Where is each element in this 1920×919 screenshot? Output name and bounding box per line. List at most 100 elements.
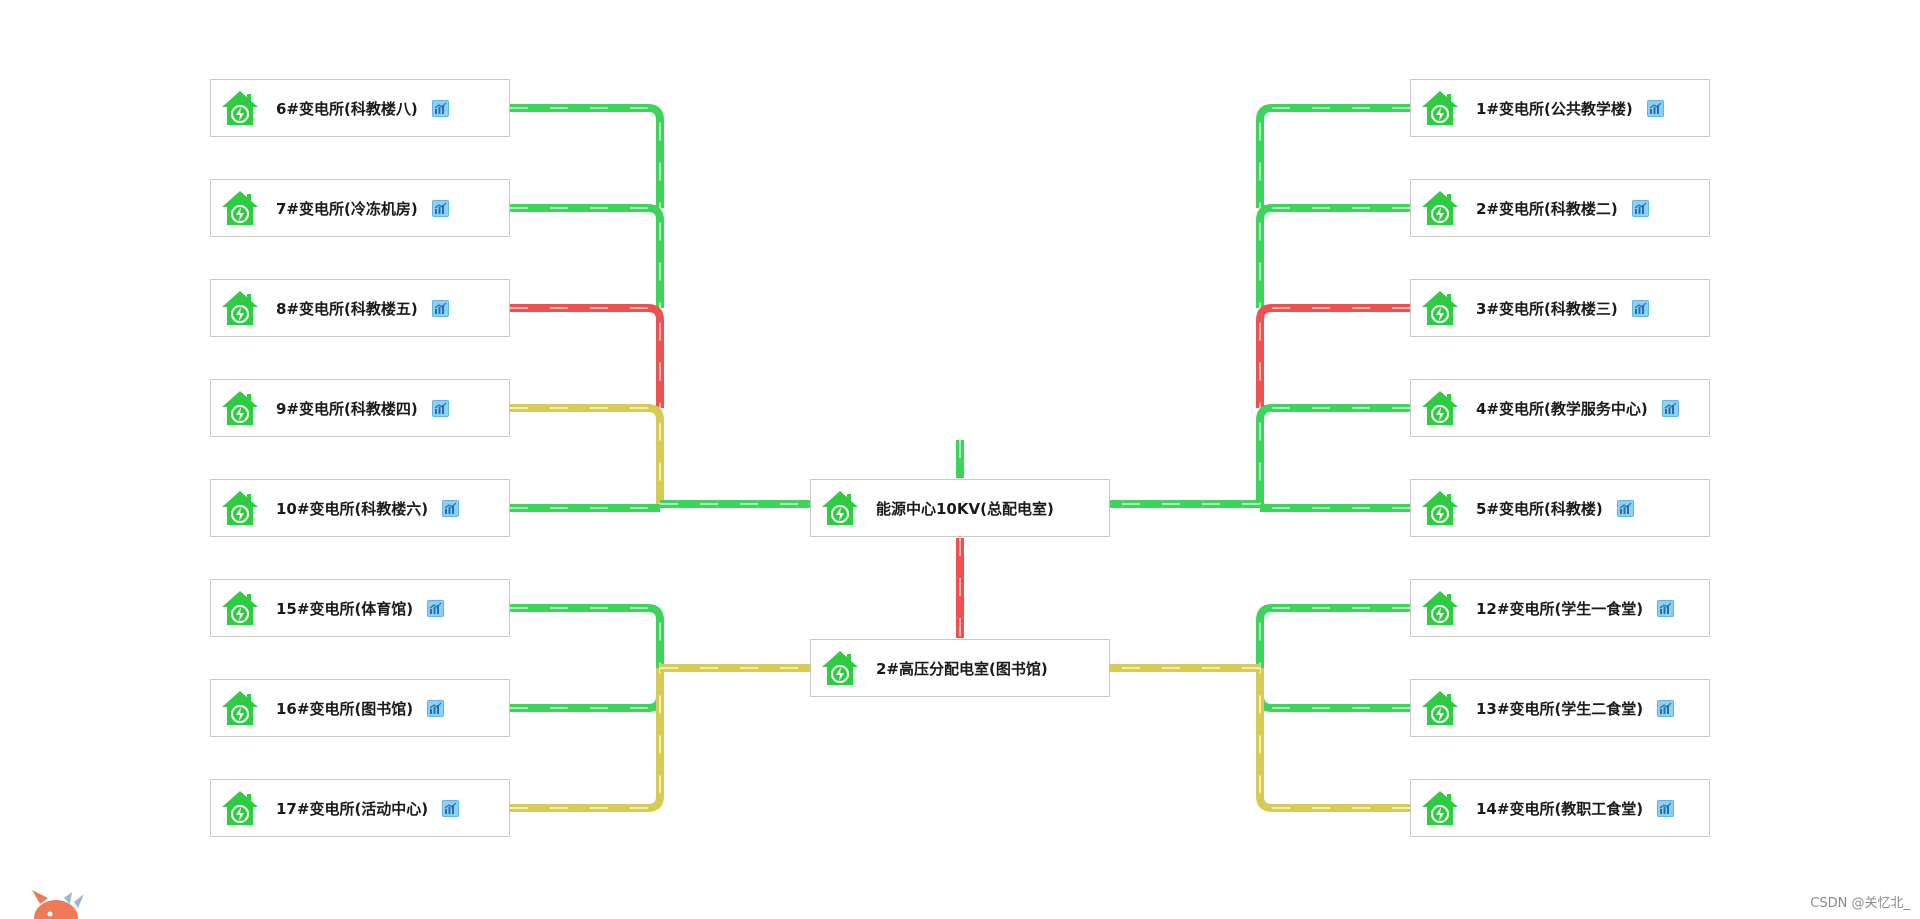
branch-line-right-top xyxy=(1256,304,1410,408)
node-label: 2#变电所(科教楼二) xyxy=(1476,199,1618,218)
substation-house-icon xyxy=(820,488,860,528)
node-label: 8#变电所(科教楼五) xyxy=(276,299,418,318)
branch-line-left-bottom-flow xyxy=(510,668,661,809)
branch-line-right-top xyxy=(1256,104,1410,208)
substation-house-icon xyxy=(1420,288,1460,328)
branch-line-left-top xyxy=(510,104,664,208)
chart-icon[interactable] xyxy=(431,299,449,317)
mascot-icon xyxy=(32,890,84,919)
branch-line-left-top xyxy=(510,404,664,508)
node-label: 17#变电所(活动中心) xyxy=(276,799,429,818)
substation-house-icon xyxy=(820,648,860,688)
chart-icon[interactable] xyxy=(1631,299,1649,317)
substation-node[interactable]: 4#变电所(教学服务中心) xyxy=(1410,379,1710,437)
branch-line-right-bottom xyxy=(1256,668,1410,712)
watermark: CSDN @关忆北_ xyxy=(1810,896,1910,911)
node-label: 15#变电所(体育馆) xyxy=(276,599,414,618)
substation-node[interactable]: 13#变电所(学生二食堂) xyxy=(1410,679,1710,737)
substation-node[interactable]: 2#变电所(科教楼二) xyxy=(1410,179,1710,237)
chart-icon[interactable] xyxy=(1657,599,1675,617)
substation-house-icon xyxy=(220,688,260,728)
branch-line-left-top-flow xyxy=(510,207,661,308)
node-label: 9#变电所(科教楼四) xyxy=(276,399,418,418)
branch-line-right-bottom-flow xyxy=(1259,668,1410,809)
node-label: 4#变电所(教学服务中心) xyxy=(1476,399,1648,418)
branch-line-right-bottom xyxy=(1256,668,1410,812)
substation-house-icon xyxy=(220,188,260,228)
branch-line-right-bottom xyxy=(1256,604,1410,668)
substation-house-icon xyxy=(1420,188,1460,228)
substation-house-icon xyxy=(220,788,260,828)
node-label: 1#变电所(公共教学楼) xyxy=(1476,99,1633,118)
chart-icon[interactable] xyxy=(1657,799,1675,817)
chart-icon[interactable] xyxy=(431,99,449,117)
substation-node[interactable]: 7#变电所(冷冻机房) xyxy=(210,179,510,237)
branch-line-right-bottom-flow xyxy=(1259,607,1410,668)
branch-line-left-bottom xyxy=(510,604,664,668)
substation-house-icon xyxy=(1420,688,1460,728)
substation-node[interactable]: 3#变电所(科教楼三) xyxy=(1410,279,1710,337)
branch-line-right-top xyxy=(1256,204,1410,308)
substation-node[interactable]: 1#变电所(公共教学楼) xyxy=(1410,79,1710,137)
substation-house-icon xyxy=(220,588,260,628)
substation-node[interactable]: 5#变电所(科教楼) xyxy=(1410,479,1710,537)
node-label: 12#变电所(学生一食堂) xyxy=(1476,599,1644,618)
node-label: 7#变电所(冷冻机房) xyxy=(276,199,418,218)
node-label: 14#变电所(教职工食堂) xyxy=(1476,799,1644,818)
substation-node[interactable]: 9#变电所(科教楼四) xyxy=(210,379,510,437)
substation-node[interactable]: 12#变电所(学生一食堂) xyxy=(1410,579,1710,637)
substation-node[interactable]: 14#变电所(教职工食堂) xyxy=(1410,779,1710,837)
chart-icon[interactable] xyxy=(427,699,445,717)
node-label: 5#变电所(科教楼) xyxy=(1476,499,1603,518)
main-distribution-node[interactable]: 能源中心10KV(总配电室) xyxy=(810,479,1110,537)
chart-icon[interactable] xyxy=(1646,99,1664,117)
hv-distribution-node[interactable]: 2#高压分配电室(图书馆) xyxy=(810,639,1110,697)
chart-icon[interactable] xyxy=(442,799,460,817)
node-label: 10#变电所(科教楼六) xyxy=(276,499,429,518)
substation-house-icon xyxy=(1420,488,1460,528)
chart-icon[interactable] xyxy=(1616,499,1634,517)
branch-line-right-top-flow xyxy=(1259,407,1410,508)
node-label: 3#变电所(科教楼三) xyxy=(1476,299,1618,318)
substation-house-icon xyxy=(220,288,260,328)
branch-line-right-top-flow xyxy=(1259,207,1410,308)
substation-house-icon xyxy=(220,88,260,128)
branch-line-left-top xyxy=(510,304,664,408)
branch-line-left-top-flow xyxy=(510,407,661,508)
branch-line-right-top-flow xyxy=(1259,307,1410,408)
chart-icon[interactable] xyxy=(431,399,449,417)
substation-node[interactable]: 10#变电所(科教楼六) xyxy=(210,479,510,537)
substation-house-icon xyxy=(1420,588,1460,628)
substation-house-icon xyxy=(220,388,260,428)
branch-line-left-top-flow xyxy=(510,307,661,408)
substation-house-icon xyxy=(220,488,260,528)
substation-house-icon xyxy=(1420,788,1460,828)
branch-line-left-bottom-flow xyxy=(510,668,661,709)
node-label: 能源中心10KV(总配电室) xyxy=(876,499,1054,518)
substation-node[interactable]: 6#变电所(科教楼八) xyxy=(210,79,510,137)
substation-house-icon xyxy=(1420,388,1460,428)
substation-node[interactable]: 16#变电所(图书馆) xyxy=(210,679,510,737)
chart-icon[interactable] xyxy=(1631,199,1649,217)
node-label: 2#高压分配电室(图书馆) xyxy=(876,659,1048,678)
substation-house-icon xyxy=(1420,88,1460,128)
chart-icon[interactable] xyxy=(1657,699,1675,717)
substation-node[interactable]: 8#变电所(科教楼五) xyxy=(210,279,510,337)
chart-icon[interactable] xyxy=(431,199,449,217)
branch-line-left-bottom-flow xyxy=(510,607,661,668)
chart-icon[interactable] xyxy=(442,499,460,517)
branch-line-left-bottom xyxy=(510,668,664,812)
chart-icon[interactable] xyxy=(427,599,445,617)
node-label: 6#变电所(科教楼八) xyxy=(276,99,418,118)
substation-node[interactable]: 17#变电所(活动中心) xyxy=(210,779,510,837)
branch-line-right-bottom-flow xyxy=(1259,668,1410,709)
branch-line-right-top-flow xyxy=(1259,107,1410,208)
branch-line-left-top-flow xyxy=(510,107,661,208)
chart-icon[interactable] xyxy=(1661,399,1679,417)
branch-line-left-bottom xyxy=(510,668,664,712)
substation-node[interactable]: 15#变电所(体育馆) xyxy=(210,579,510,637)
node-label: 13#变电所(学生二食堂) xyxy=(1476,699,1644,718)
branch-line-left-top xyxy=(510,204,664,308)
branch-line-right-top xyxy=(1256,404,1410,508)
